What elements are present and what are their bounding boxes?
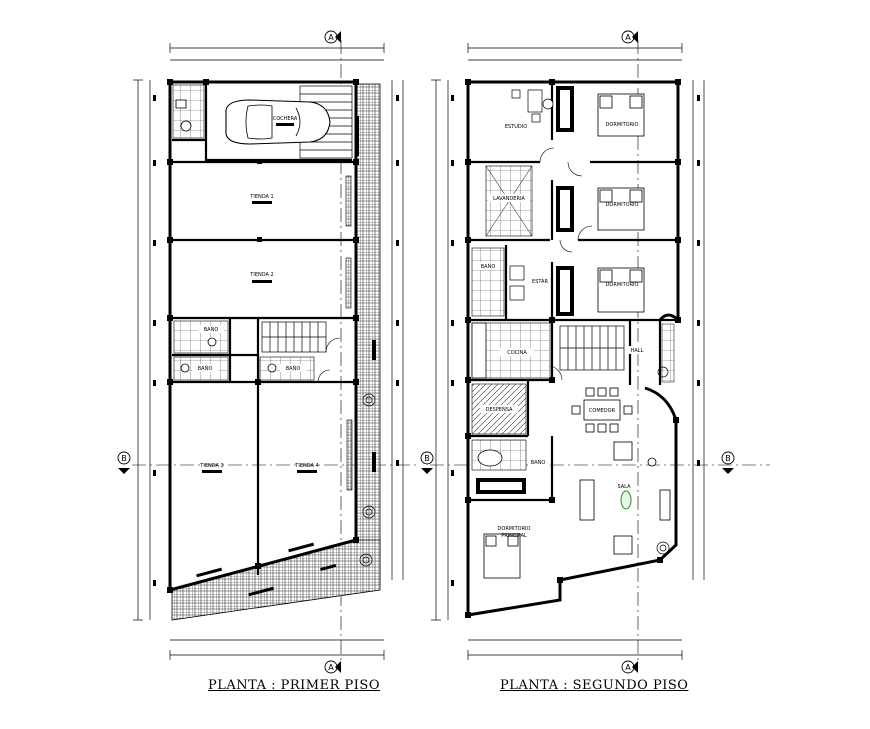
room-label-bano: BAÑO xyxy=(481,263,496,270)
bath-label-bg-1 xyxy=(198,325,224,333)
cocina-label-bg xyxy=(500,348,534,356)
hall-label-bg xyxy=(628,346,646,354)
dimension-lines-right xyxy=(431,43,705,660)
axis-label-right-left: B xyxy=(424,454,430,463)
axis-bubble-right-left: B xyxy=(420,451,434,474)
room-label-bano2: BAÑO xyxy=(531,459,546,466)
room-label-dormitorio-principal-1: DORMITORIO xyxy=(498,526,531,532)
shopfront-marks-left xyxy=(196,542,337,597)
axis-label-top-left: A xyxy=(328,33,334,42)
columns-left xyxy=(167,79,359,593)
columns-right xyxy=(465,79,681,618)
bath-label-bg-2 xyxy=(192,364,218,372)
stairs-right xyxy=(559,325,625,371)
bed-icon-2 xyxy=(597,187,645,231)
walkway-hatch-left xyxy=(355,83,381,586)
cocina-counter xyxy=(471,322,487,379)
axis-bubble-bottom-left: A xyxy=(324,660,341,674)
bath-label-bg-right xyxy=(478,262,498,270)
closet-principal-inner xyxy=(480,482,522,490)
shelf-tienda4 xyxy=(346,419,353,491)
room-label-hall: HALL xyxy=(631,348,644,354)
room-label-bano3: BAÑO xyxy=(286,365,301,372)
toilet-icon xyxy=(180,120,192,132)
plant-icons-left xyxy=(359,393,376,567)
door-swing-left xyxy=(325,337,341,353)
shelf-tienda1 xyxy=(345,175,352,227)
desk-chairs-icon xyxy=(511,89,554,123)
room-label-tienda1: TIENDA 1 xyxy=(249,194,273,200)
axis-label-bottom-left: A xyxy=(328,663,334,672)
dimension-lines-left xyxy=(133,43,404,660)
despensa-label-bg xyxy=(480,405,518,413)
room-label-estar: ESTAR xyxy=(532,279,548,285)
room-label-lavanderia: LAVANDERIA xyxy=(493,196,525,202)
toilet-icon xyxy=(207,337,217,347)
room-label-bano1: BAÑO xyxy=(204,326,219,333)
stairs-left xyxy=(261,321,327,353)
room-label-tienda2: TIENDA 2 xyxy=(249,272,273,278)
room-label-dormitorio1: DORMITORIO xyxy=(606,122,639,128)
bath-principal-label-bg xyxy=(528,458,548,466)
bath-label-bg-3 xyxy=(280,364,306,372)
axis-bubble-top-right: A xyxy=(621,30,638,44)
closet-inner-right xyxy=(560,90,570,312)
plan-segundo-piso: A A B xyxy=(430,30,770,674)
dimension-ticks-left xyxy=(153,95,399,586)
caption-segundo-piso: PLANTA : SEGUNDO PISO xyxy=(500,678,689,693)
door-swing-left-2 xyxy=(317,369,331,383)
room-label-estudio: ESTUDIO xyxy=(505,124,527,130)
axis-label-top-right: A xyxy=(625,33,631,42)
room-label-bano2: BAÑO xyxy=(198,365,213,372)
axis-bubble-left-left: B xyxy=(117,451,131,474)
plan-primer-piso: A A B B xyxy=(117,30,434,674)
axis-label-right-right: B xyxy=(725,454,731,463)
room-label-dormitorio3: DORMITORIO xyxy=(606,282,639,288)
walkway-doors-left xyxy=(356,116,376,472)
car-icon xyxy=(225,99,331,145)
room-label-dormitorio-principal-2: PRINCIPAL xyxy=(501,533,527,539)
walls-right xyxy=(466,80,680,617)
room-label-sala: SALA xyxy=(617,484,631,490)
caption-primer-piso: PLANTA : PRIMER PISO xyxy=(208,678,380,693)
dining-table-icon xyxy=(571,387,633,433)
dimension-ticks-right xyxy=(451,95,700,586)
rug-icon xyxy=(620,490,632,510)
room-tag-tienda3 xyxy=(202,470,222,473)
bed-icon-principal xyxy=(483,533,521,579)
axis-label-left-left: B xyxy=(121,454,127,463)
toilet-icon xyxy=(267,363,277,373)
sink-icon xyxy=(175,99,187,109)
shelf-tienda2 xyxy=(345,257,352,309)
room-tag-cochera xyxy=(276,123,294,126)
bed-icon-1 xyxy=(597,93,645,137)
armchairs-estar xyxy=(509,265,525,301)
plant-icons-right xyxy=(656,366,670,555)
bed-icon-3 xyxy=(597,267,645,313)
room-label-tienda3: TIENDA 3 xyxy=(199,463,223,469)
room-label-cochera: COCHERA xyxy=(273,116,298,122)
axis-bubble-top-left: A xyxy=(324,30,341,44)
room-label-comedor: COMEDOR xyxy=(589,408,616,414)
toilet-icon xyxy=(180,363,190,373)
axis-label-bottom-right: A xyxy=(625,663,631,672)
bath-tile-right xyxy=(471,247,505,317)
room-label-tienda4: TIENDA 4 xyxy=(294,463,318,469)
room-label-dormitorio2: DORMITORIO xyxy=(606,202,639,208)
lavanderia-label-bg xyxy=(488,194,530,202)
room-label-despensa: DESPENSA xyxy=(486,407,513,413)
axis-bubble-right-right: B xyxy=(721,451,735,474)
sofa-icons xyxy=(579,441,671,555)
room-label-cocina: COCINA xyxy=(507,350,527,356)
interior-walls-right xyxy=(466,82,678,502)
interior-walls-left xyxy=(170,82,356,575)
room-tag-tienda1 xyxy=(252,201,272,204)
axis-bubble-bottom-right: A xyxy=(621,660,638,674)
room-tag-tienda2 xyxy=(252,280,272,283)
walls-left xyxy=(168,80,358,592)
bathtub-icon xyxy=(477,449,503,467)
room-tag-tienda4 xyxy=(297,470,317,473)
